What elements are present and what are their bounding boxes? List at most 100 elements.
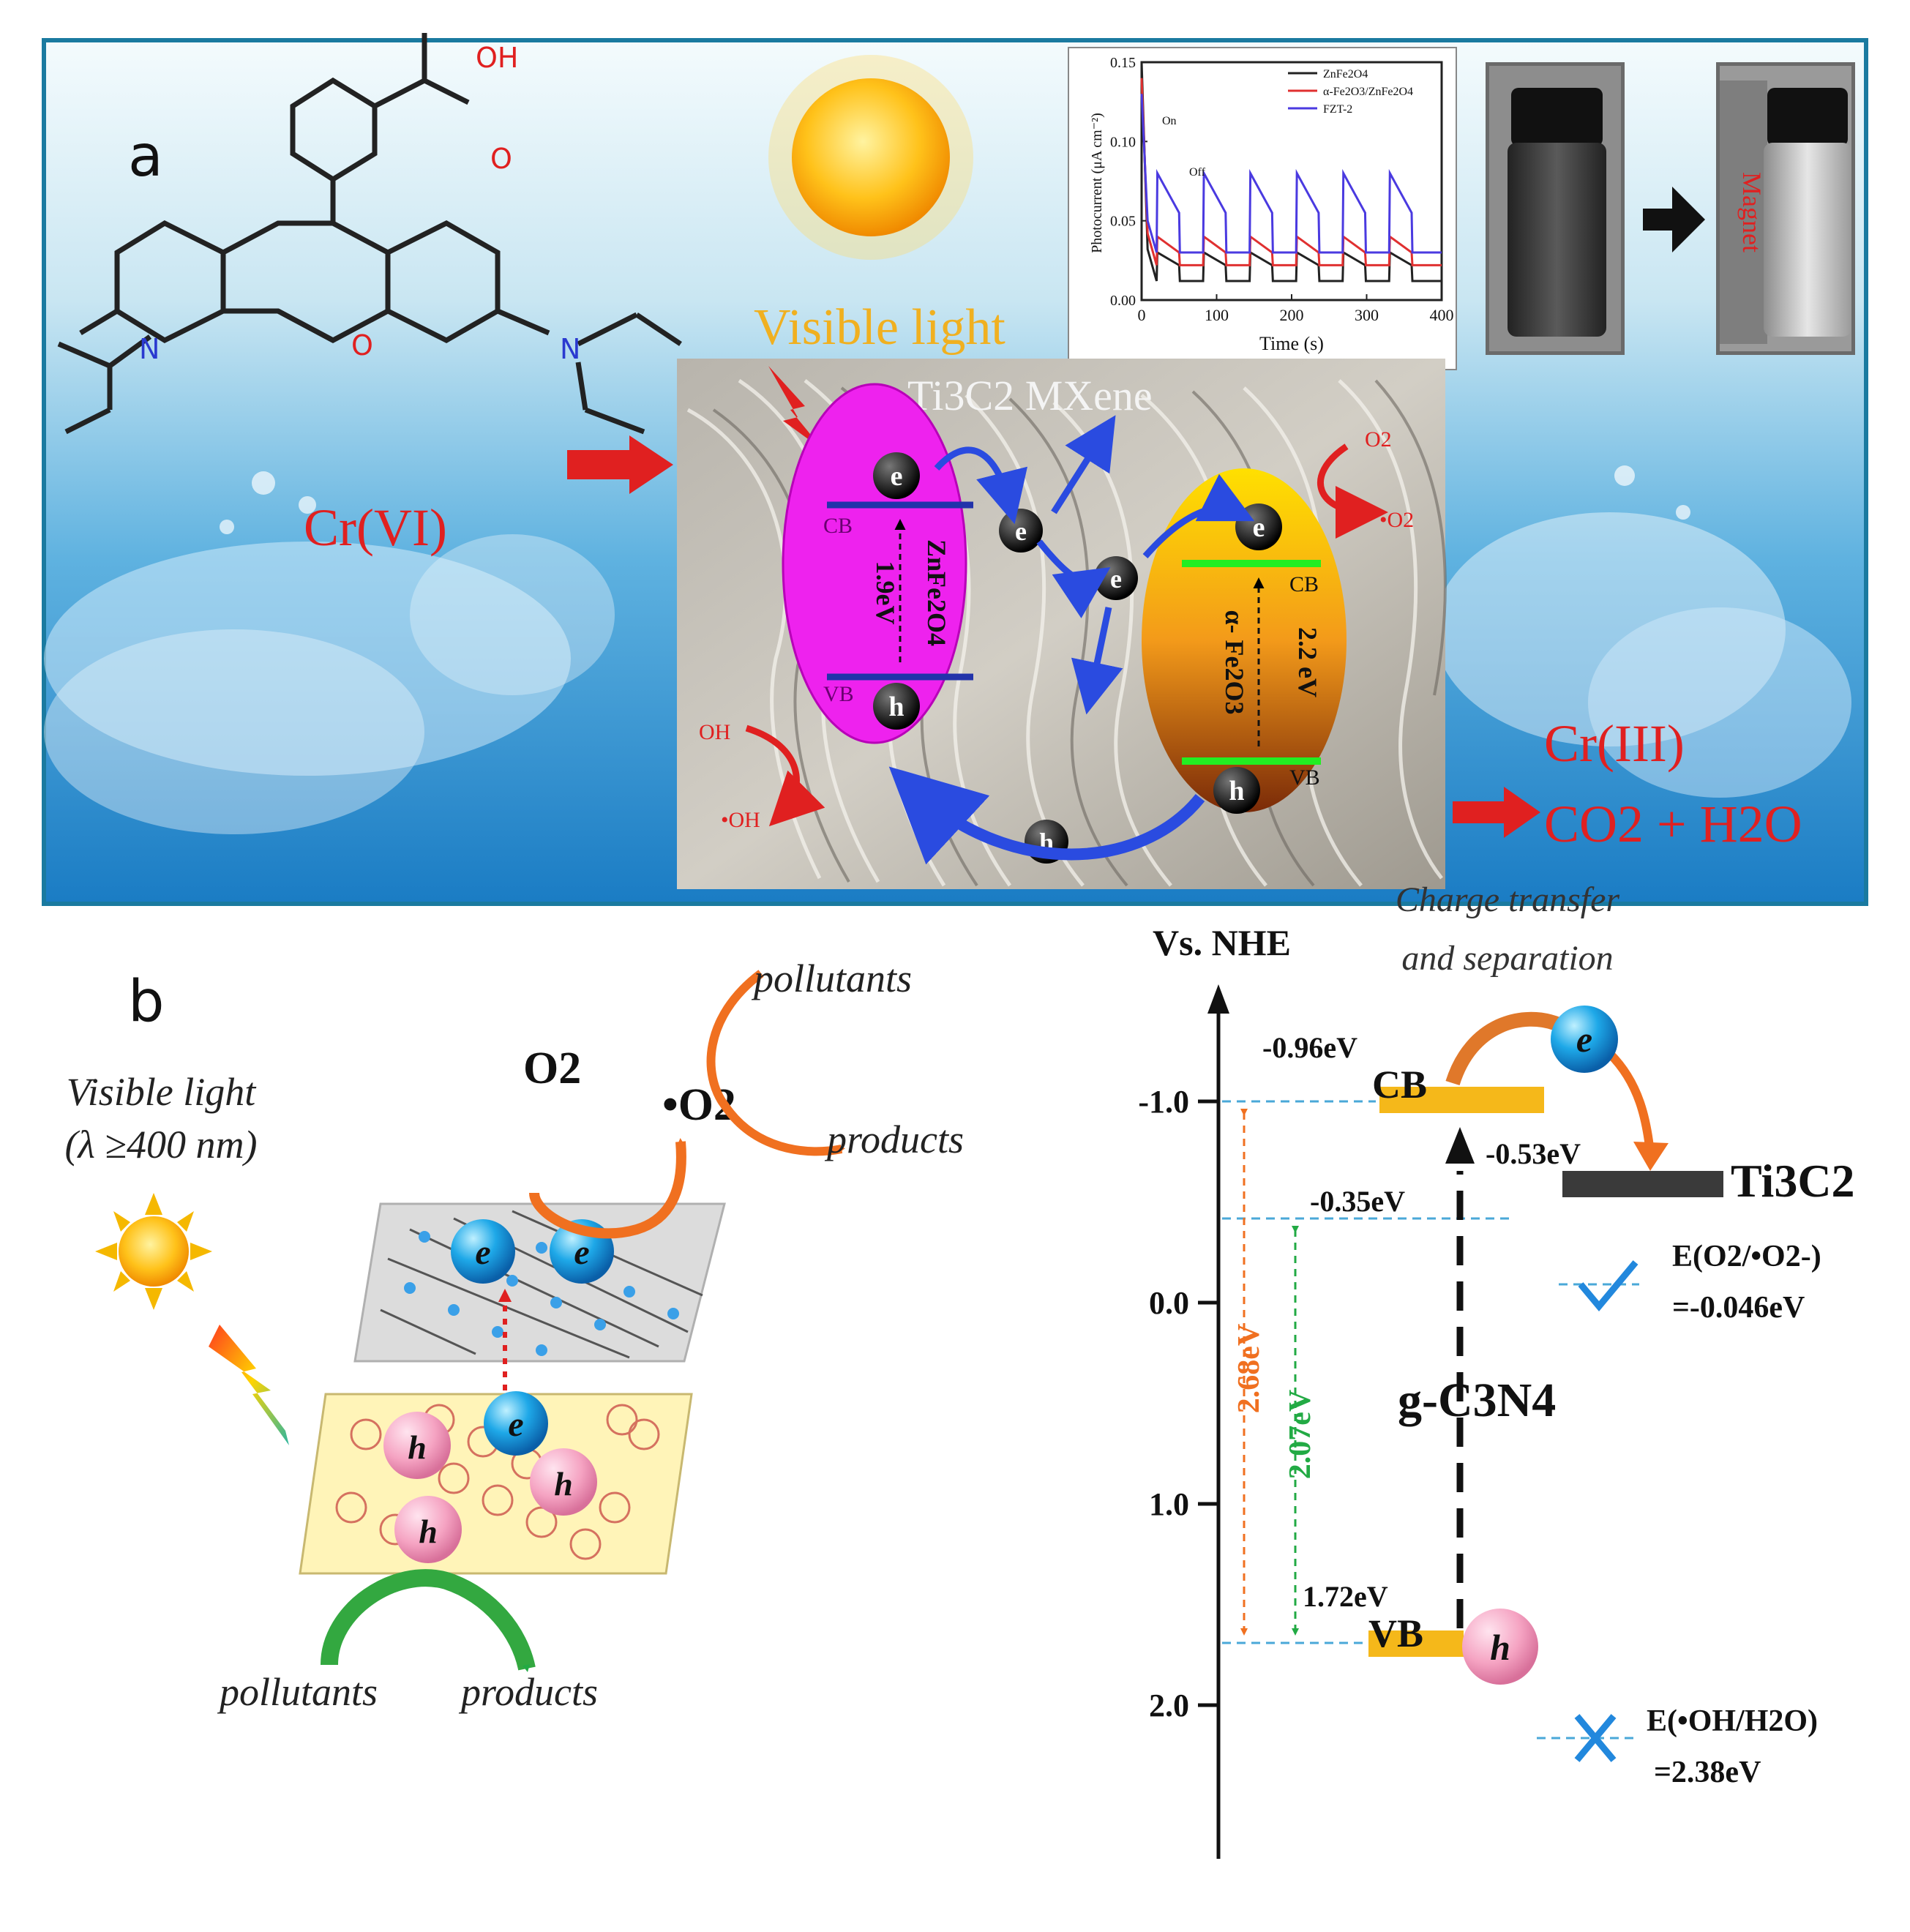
dark-vial [1508,143,1606,337]
arrow-to-magnet-icon [1643,187,1705,252]
hole-label-1: h [408,1429,427,1466]
ti3c2-arrowhead [1633,1142,1669,1171]
inset-xtick-label: 200 [1280,306,1304,324]
bottom-electron-label: e [508,1405,523,1444]
products-bottom-label: products [458,1670,598,1714]
legend-label-1: α-Fe2O3/ZnFe2O4 [1323,86,1413,98]
fe-material-label: α- Fe2O3 [1220,610,1249,714]
redox-arrows [745,443,1388,827]
cb-label: CB [1372,1063,1427,1107]
cb-value: -0.96eV [1262,1031,1357,1064]
sun-small-icon [95,1193,212,1310]
magnet-label: Magnet [1737,172,1767,252]
visible-light-line1: Visible light [67,1070,257,1114]
level2-value: -0.35eV [1310,1185,1405,1218]
vb-label: VB [1368,1611,1423,1655]
o2-label: O2 [523,1044,581,1093]
panel-b-label: b [128,969,165,1035]
top-electron-label-2: e [574,1233,589,1272]
inset-series-line [1140,78,1442,266]
energy-axis-arrow [1207,984,1229,1014]
check-icon [1578,1260,1639,1312]
vial-cap [1511,88,1603,146]
cr6-label: Cr(VI) [304,498,447,557]
iminium-n-label: N [560,333,580,365]
pollutants-top-label: pollutants [751,956,912,1000]
oh-minus-label: OH [699,720,730,744]
top-electron-label-1: e [475,1233,490,1272]
amine-n-label: N [139,333,160,365]
fe-hole-icon [1213,767,1260,814]
axis-title: Vs. NHE [1153,922,1291,963]
charge-transfer-arrows [888,415,1255,865]
inset-ytick-label: 0.15 [1110,55,1136,71]
electron-to-ti3c2-arc [1606,1050,1655,1153]
gap-green-label: 2.07eV [1284,1390,1317,1479]
fe-o2-radical-label: •O2 [1379,508,1414,532]
fe-gap-label: 2.2 eV [1293,627,1322,697]
clear-vial [1764,143,1851,337]
lightning-bolt-icon [768,366,823,450]
fe-o2-label: O2 [1365,427,1392,452]
inset-ytick-label: 0.00 [1110,293,1136,309]
header-line2: and separation [1401,939,1613,978]
energy-tick-label: 1.0 [1149,1486,1189,1522]
o2-potential-line1: E(O2/•O2-) [1672,1240,1821,1273]
mxene-electron-label-1: e [1015,517,1027,546]
energy-tick-label: 0.0 [1149,1285,1189,1321]
panel-b-left: b Visible light (λ ≥400 nm) [65,956,965,1714]
bottom-degradation-arrow [321,1569,536,1672]
excitation-arrowhead [1445,1127,1475,1164]
vial-photo-after: Magnet [1716,62,1855,355]
inset-xtick-label: 0 [1138,306,1146,324]
visible-light-label: Visible light [754,299,1005,356]
inset-lines [1140,61,1442,282]
fe-vb-label: VB [1289,765,1320,790]
mxene-electron-label-2: e [1110,564,1122,594]
energy-tick-label: 2.0 [1149,1688,1189,1723]
ti3c2-value: -0.53eV [1486,1137,1581,1170]
inset-ylabel: Photocurrent (μA cm⁻²) [1089,113,1105,253]
water-splash-left [44,471,615,834]
output-arrow-icon [1453,787,1540,838]
oh-group-label: OH [476,42,518,74]
hole-icon-3 [394,1496,462,1563]
hole-icon-1 [383,1412,451,1479]
vial-cap-2 [1767,88,1848,146]
cross-icon [1574,1714,1617,1762]
co2-h2o-label: CO2 + H2O [1544,795,1802,853]
mxene-label: Ti3C2 MXene [907,372,1153,419]
bottom-electron-icon [484,1391,548,1456]
top-sheet [353,1202,726,1363]
carbonyl-o-label: O [490,143,512,175]
electron-icon [1551,1006,1618,1073]
fe2o3-particle [1142,468,1347,812]
inset-xtick-label: 100 [1205,306,1229,324]
fe-hole-label: h [1229,776,1244,806]
legend-label-0: ZnFe2O4 [1323,68,1368,80]
inset-on-label: On [1162,115,1177,127]
inset-series-line [1140,94,1442,254]
top-degradation-arrow [706,970,845,1156]
zn-electron-icon [873,452,920,499]
gap-orange-label: 2.68eV [1232,1324,1266,1413]
inset-series-line [1140,61,1442,282]
electron-label: e [1576,1019,1592,1060]
hole-label-2: h [554,1465,573,1502]
material-label: g-C3N4 [1398,1374,1556,1427]
hole-icon-2 [530,1448,597,1516]
inset-xtick-label: 400 [1430,306,1454,324]
sun-icon [768,55,973,260]
input-arrow-icon [567,435,673,494]
zn-material-label: ZnFe2O4 [922,539,951,646]
panel-a: a OH O O [42,33,1868,906]
cr3-label: Cr(III) [1544,714,1685,773]
inset-ytick-label: 0.10 [1110,134,1136,150]
water-splash-right [1434,465,1851,798]
o2-reduction-arrow [529,1138,686,1239]
oh-radical-label: •OH [721,808,760,832]
zn-vb-label: VB [823,682,854,706]
znfe2o4-particle [782,383,973,744]
